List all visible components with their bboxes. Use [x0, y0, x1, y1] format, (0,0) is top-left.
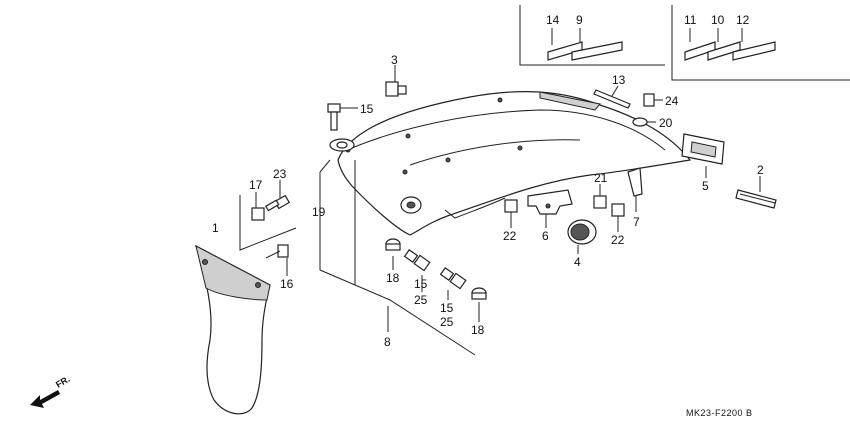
callout-15-right: 15 — [440, 301, 454, 315]
reflector-4 — [567, 219, 597, 254]
callout-22-right: 22 — [611, 233, 625, 247]
callout-11: 11 — [684, 13, 697, 27]
callout-3: 3 — [391, 53, 398, 67]
callout-21: 21 — [594, 171, 608, 185]
callout-9: 9 — [576, 13, 583, 27]
leader-8 — [319, 159, 476, 356]
callout-16: 16 — [280, 277, 294, 291]
grommet-19 — [329, 138, 355, 152]
washer-20 — [632, 117, 656, 127]
callout-7: 7 — [633, 215, 640, 229]
callout-10: 10 — [711, 13, 725, 27]
callout-25-right: 25 — [440, 315, 454, 329]
plate-frame-5 — [681, 133, 725, 178]
callout-18-left: 18 — [386, 271, 400, 285]
screw-24 — [643, 93, 663, 107]
callout-12: 12 — [736, 13, 750, 27]
callout-18-right: 18 — [471, 323, 485, 337]
decal-box-left — [519, 5, 665, 66]
rear-fender — [337, 91, 692, 236]
callout-4: 4 — [574, 255, 581, 269]
nut-22-left — [504, 199, 518, 228]
bracket-7 — [627, 167, 643, 212]
callout-2: 2 — [757, 163, 764, 177]
callout-24: 24 — [665, 94, 679, 108]
decal-9 — [571, 41, 623, 61]
bolt-23 — [264, 180, 291, 212]
mudguard-flap — [195, 244, 271, 415]
front-direction-label: FR. — [54, 374, 72, 390]
decal-12 — [732, 41, 776, 61]
bushing-18-right — [471, 287, 487, 322]
bolt-15-25-right — [439, 267, 467, 300]
callout-13: 13 — [612, 73, 626, 87]
stay-13 — [593, 85, 631, 109]
nut-17 — [251, 192, 265, 221]
callout-17: 17 — [249, 178, 263, 192]
callout-15-left: 15 — [414, 277, 428, 291]
callout-20: 20 — [659, 116, 673, 130]
callout-19: 19 — [312, 205, 326, 219]
callout-8: 8 — [384, 335, 391, 349]
trim-2 — [735, 176, 777, 209]
bolt-15-25-left — [403, 249, 431, 292]
bracket-17-23 — [239, 195, 297, 251]
bushing-18-left — [385, 238, 401, 270]
callout-22-left: 22 — [503, 229, 517, 243]
bolt-16 — [265, 244, 289, 276]
callout-23: 23 — [273, 167, 287, 181]
callout-25-left: 25 — [414, 293, 428, 307]
nut-22-right — [611, 203, 625, 232]
callout-6: 6 — [542, 229, 549, 243]
callout-15-top: 15 — [360, 102, 374, 116]
diagram-code: MK23-F2200 B — [686, 408, 753, 418]
callout-5: 5 — [702, 179, 709, 193]
nut-21 — [593, 184, 607, 209]
callout-1: 1 — [212, 221, 219, 235]
clip-3 — [385, 65, 407, 97]
bolt-15-top — [327, 103, 358, 131]
callout-14: 14 — [546, 13, 560, 27]
bracket-6 — [527, 189, 573, 228]
decal-box-right — [671, 5, 850, 81]
front-direction-arrow — [30, 390, 60, 408]
